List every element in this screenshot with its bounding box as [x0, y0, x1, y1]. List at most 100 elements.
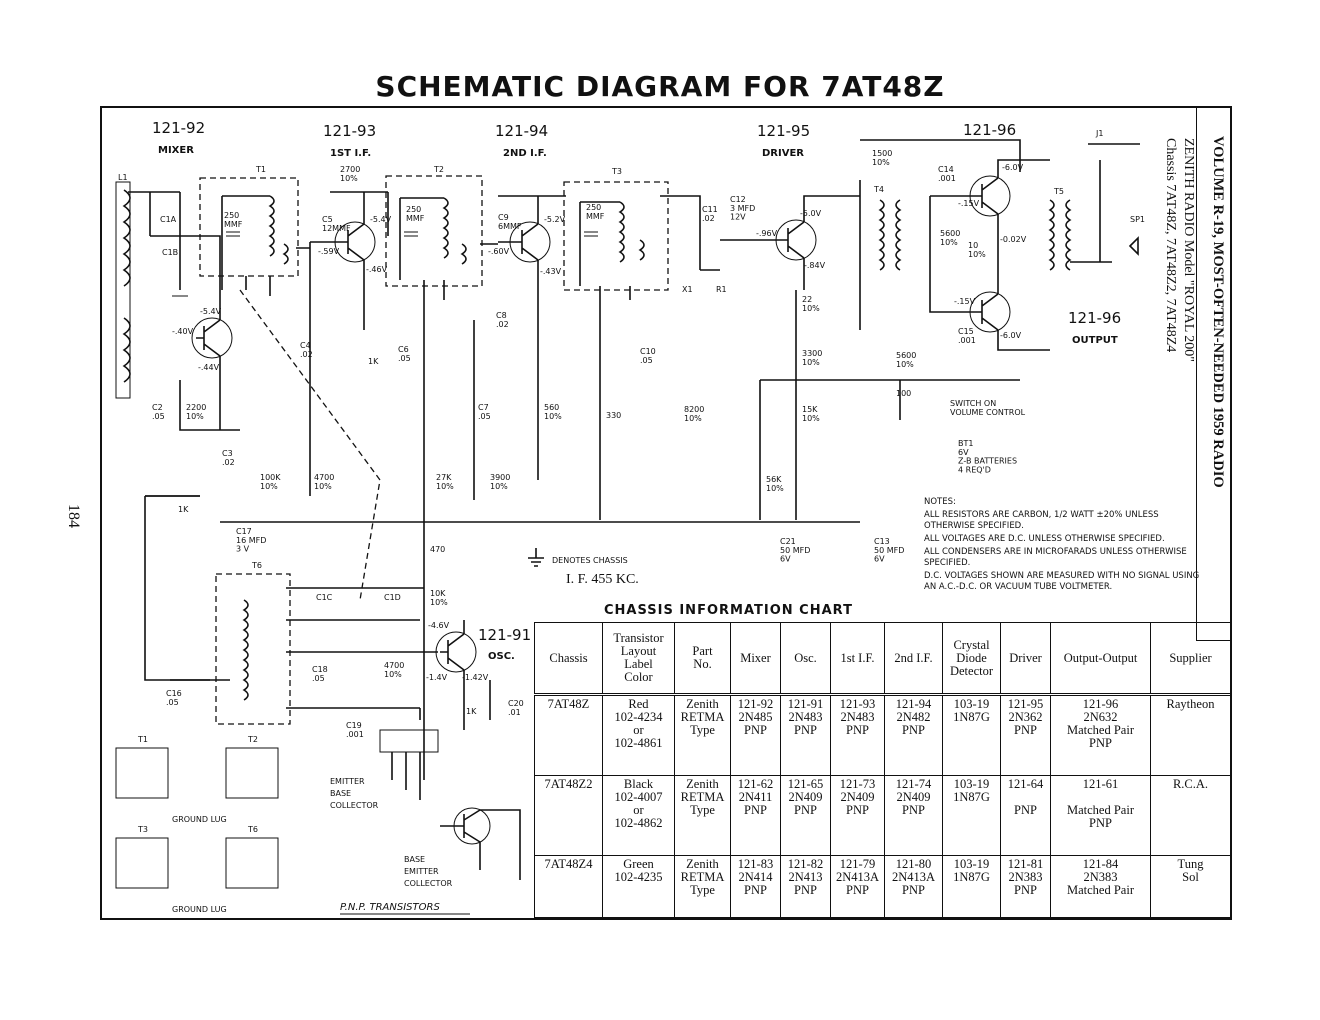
if-frequency: I. F. 455 KC. — [566, 572, 639, 587]
v-out-bottom-c: -6.0V — [1000, 331, 1022, 340]
t6-can — [215, 573, 291, 725]
chassis-information-chart: Chassis Transistor Layout Label Color Pa… — [534, 622, 1231, 918]
c14-label: C14.001 — [938, 165, 956, 183]
table-cell: Raytheon — [1150, 693, 1231, 777]
notes-heading: NOTES: — [924, 497, 956, 507]
sidebar-chassis-line: Chassis 7AT48Z, 7AT48Z2, 7AT48Z4 — [1163, 138, 1178, 353]
col-header: Driver — [1000, 622, 1051, 696]
c1c-label: C1C — [316, 593, 333, 602]
j1-label: J1 — [1095, 129, 1103, 138]
note-item: ALL CONDENSERS ARE IN MICROFARADS UNLESS… — [924, 547, 1187, 568]
c16-label: C16.05 — [166, 689, 182, 707]
pnp-symbol-icon — [440, 807, 521, 880]
c15-label: C15.001 — [958, 327, 976, 345]
v-osc-b: -1.4V — [426, 673, 448, 682]
stage-osc-name: OSC. — [488, 651, 515, 662]
r1k-rail-label: 1K — [178, 505, 189, 514]
stage-osc-part: 121-91 — [478, 626, 531, 644]
v-driver-b: -.96V — [756, 229, 778, 238]
v-if2-c: -5.2V — [544, 215, 566, 224]
table-cell: 121-74 2N409 PNP — [884, 775, 943, 857]
table-cell: 121-81 2N383 PNP — [1000, 855, 1051, 918]
table-cell: R.C.A. — [1150, 775, 1231, 857]
c7-label: C7.05 — [478, 403, 491, 421]
chassis-legend: DENOTES CHASSIS — [552, 556, 628, 565]
c20-label: C20.01 — [508, 699, 524, 717]
v-osc-e: -1.42V — [462, 673, 489, 682]
mixer-transistor — [191, 317, 233, 359]
stage-output-part: 121-96 — [1068, 309, 1121, 327]
output-transistor-bottom — [969, 291, 1011, 333]
chassis-chart-title: CHASSIS INFORMATION CHART — [604, 603, 853, 618]
table-cell: 103-19 1N87G — [942, 693, 1001, 777]
note-item: ALL RESISTORS ARE CARBON, 1/2 WATT ±20% … — [924, 510, 1159, 531]
v-if2-b: -.60V — [488, 247, 510, 256]
l1-label: L1 — [118, 173, 128, 182]
table-cell: Green 102-4235 — [602, 855, 675, 918]
table-cell: Zenith RETMA Type — [674, 855, 731, 918]
x1-label: X1 — [682, 285, 693, 294]
table-cell: 121-91 2N483 PNP — [780, 693, 831, 777]
t2-label: T2 — [433, 165, 444, 174]
pinout-t3: T3 — [115, 825, 169, 889]
stage-if2-name: 2ND I.F. — [503, 148, 547, 159]
c3-label: C3.02 — [222, 449, 235, 467]
v-if1-b: -.59V — [318, 247, 340, 256]
table-cell: 121-92 2N485 PNP — [730, 693, 781, 777]
note-item: ALL VOLTAGES ARE D.C. UNLESS OTHERWISE S… — [924, 534, 1165, 544]
c4-label: C4.02 — [300, 341, 313, 359]
t3-label: T3 — [611, 167, 622, 176]
osc-transistor — [435, 631, 477, 673]
t2-can — [385, 175, 483, 287]
diagram-frame — [100, 106, 1232, 920]
table-cell: Black 102-4007 or 102-4862 — [602, 775, 675, 857]
col-header: Crystal Diode Detector — [942, 622, 1001, 696]
notes-block: NOTES: ALL RESISTORS ARE CARBON, 1/2 WAT… — [924, 497, 1204, 595]
col-header: Part No. — [674, 622, 731, 696]
lead-collector-label: COLLECTOR — [330, 801, 379, 810]
ground-lug-label-bottom: GROUND LUG — [172, 905, 227, 914]
lead-emitter-label: EMITTER — [330, 777, 365, 786]
t3-can — [563, 181, 669, 291]
v-if2-e: -.43V — [540, 267, 562, 276]
c11-label: C11.02 — [702, 205, 718, 223]
col-header: 2nd I.F. — [884, 622, 943, 696]
stage-if1-name: 1ST I.F. — [330, 148, 371, 159]
table-cell: 121-61 Matched Pair PNP — [1050, 775, 1151, 857]
c1a-label: C1A — [160, 215, 177, 224]
v-driver-e: -.84V — [804, 261, 826, 270]
v-osc-c: -4.6V — [428, 621, 450, 630]
table-cell: 121-83 2N414 PNP — [730, 855, 781, 918]
col-header: Output-Output — [1050, 622, 1151, 696]
t1-can — [199, 177, 299, 277]
stage-output-name: OUTPUT — [1072, 335, 1118, 346]
table-cell: Red 102-4234 or 102-4861 — [602, 693, 675, 777]
pnp-caption: P.N.P. TRANSISTORS — [340, 902, 440, 913]
stage-if1-part: 121-93 — [323, 122, 376, 140]
table-cell: Zenith RETMA Type — [674, 775, 731, 857]
table-cell: 121-65 2N409 PNP — [780, 775, 831, 857]
symbol-emitter-label: EMITTER — [404, 867, 439, 876]
c2-label: C2.05 — [152, 403, 165, 421]
r330-label: 330 — [606, 411, 621, 420]
v-mixer-b: -.40V — [172, 327, 194, 336]
output-transistor-top — [969, 175, 1011, 217]
col-header: Transistor Layout Label Color — [602, 622, 675, 696]
table-row: 7AT48Z Red 102-4234 or 102-4861 Zenith R… — [534, 693, 1231, 777]
stage-output-top-part: 121-96 — [963, 121, 1016, 139]
svg-text:T3: T3 — [137, 825, 148, 834]
pinout-t2: T2 — [225, 735, 279, 799]
